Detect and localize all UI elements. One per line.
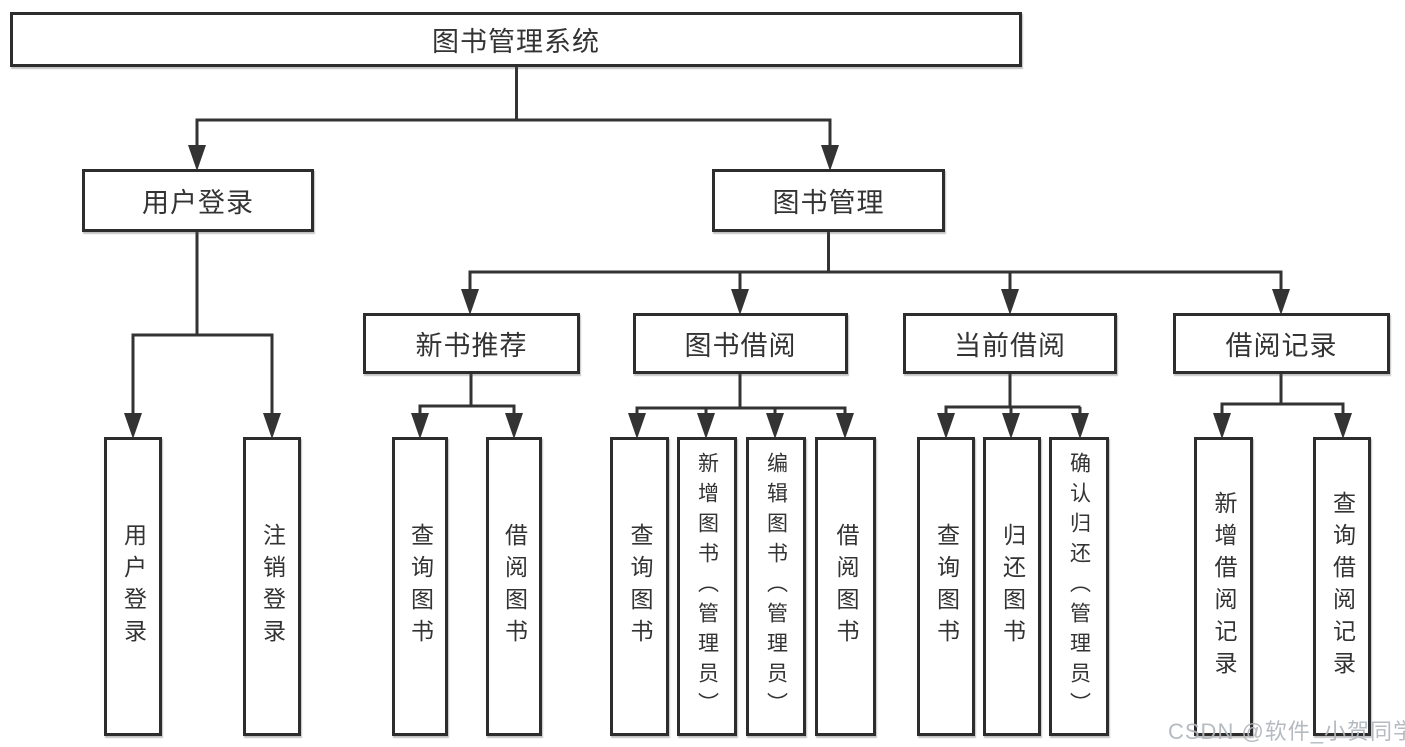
leaf-confirm-return-admin: 确认归还（管理员） bbox=[1049, 437, 1109, 736]
leaf-borrow-books-recommend-label: 借阅图书 bbox=[501, 522, 528, 651]
leaf-return-books: 归还图书 bbox=[983, 437, 1041, 736]
leaf-user-login-label: 用户登录 bbox=[120, 522, 147, 651]
leaf-borrow-books-label: 借阅图书 bbox=[833, 522, 859, 651]
leaf-add-borrow-record: 新增借阅记录 bbox=[1194, 437, 1253, 736]
arrowhead-icons bbox=[124, 145, 1352, 439]
leaf-query-books-current: 查询图书 bbox=[917, 437, 975, 736]
node-book-borrow: 图书借阅 bbox=[633, 313, 848, 374]
node-new-book-recommend-label: 新书推荐 bbox=[415, 331, 528, 361]
node-borrow-records: 借阅记录 bbox=[1173, 313, 1390, 374]
leaf-add-books-admin-label: 新增图书（管理员） bbox=[695, 451, 719, 722]
node-book-management: 图书管理 bbox=[712, 169, 945, 232]
leaf-logout: 注销登录 bbox=[243, 437, 301, 736]
leaf-query-books-recommend-label: 查询图书 bbox=[407, 522, 434, 651]
node-current-borrow-label: 当前借阅 bbox=[954, 331, 1066, 361]
node-user-login: 用户登录 bbox=[82, 169, 314, 232]
leaf-edit-books-admin-label: 编辑图书（管理员） bbox=[764, 451, 788, 722]
leaf-confirm-return-admin-label: 确认归还（管理员） bbox=[1067, 451, 1091, 722]
node-root: 图书管理系统 bbox=[10, 12, 1022, 67]
leaf-query-borrow-record: 查询借阅记录 bbox=[1313, 437, 1371, 736]
leaf-return-books-label: 归还图书 bbox=[999, 522, 1026, 651]
leaf-borrow-books: 借阅图书 bbox=[815, 437, 876, 736]
leaf-logout-label: 注销登录 bbox=[259, 522, 286, 651]
node-book-management-label: 图书管理 bbox=[772, 188, 885, 218]
node-root-label: 图书管理系统 bbox=[432, 27, 600, 57]
node-new-book-recommend: 新书推荐 bbox=[363, 313, 580, 374]
leaf-add-borrow-record-label: 新增借阅记录 bbox=[1211, 490, 1237, 683]
leaf-add-books-admin: 新增图书（管理员） bbox=[677, 437, 737, 736]
leaf-query-borrow-record-label: 查询借阅记录 bbox=[1329, 490, 1356, 683]
leaf-query-books-borrow-label: 查询图书 bbox=[627, 522, 653, 651]
leaf-borrow-books-recommend: 借阅图书 bbox=[486, 437, 542, 736]
leaf-query-books-recommend: 查询图书 bbox=[392, 437, 448, 736]
leaf-query-books-current-label: 查询图书 bbox=[933, 522, 960, 651]
leaf-query-books-borrow: 查询图书 bbox=[610, 437, 669, 736]
node-book-borrow-label: 图书借阅 bbox=[684, 331, 797, 361]
leaf-user-login: 用户登录 bbox=[104, 437, 162, 736]
node-borrow-records-label: 借阅记录 bbox=[1225, 331, 1338, 361]
leaf-edit-books-admin: 编辑图书（管理员） bbox=[746, 437, 806, 736]
node-user-login-label: 用户登录 bbox=[142, 188, 254, 218]
node-current-borrow: 当前借阅 bbox=[903, 313, 1117, 374]
csdn-watermark: CSDN @软件_小贺同学 bbox=[1168, 719, 1405, 744]
